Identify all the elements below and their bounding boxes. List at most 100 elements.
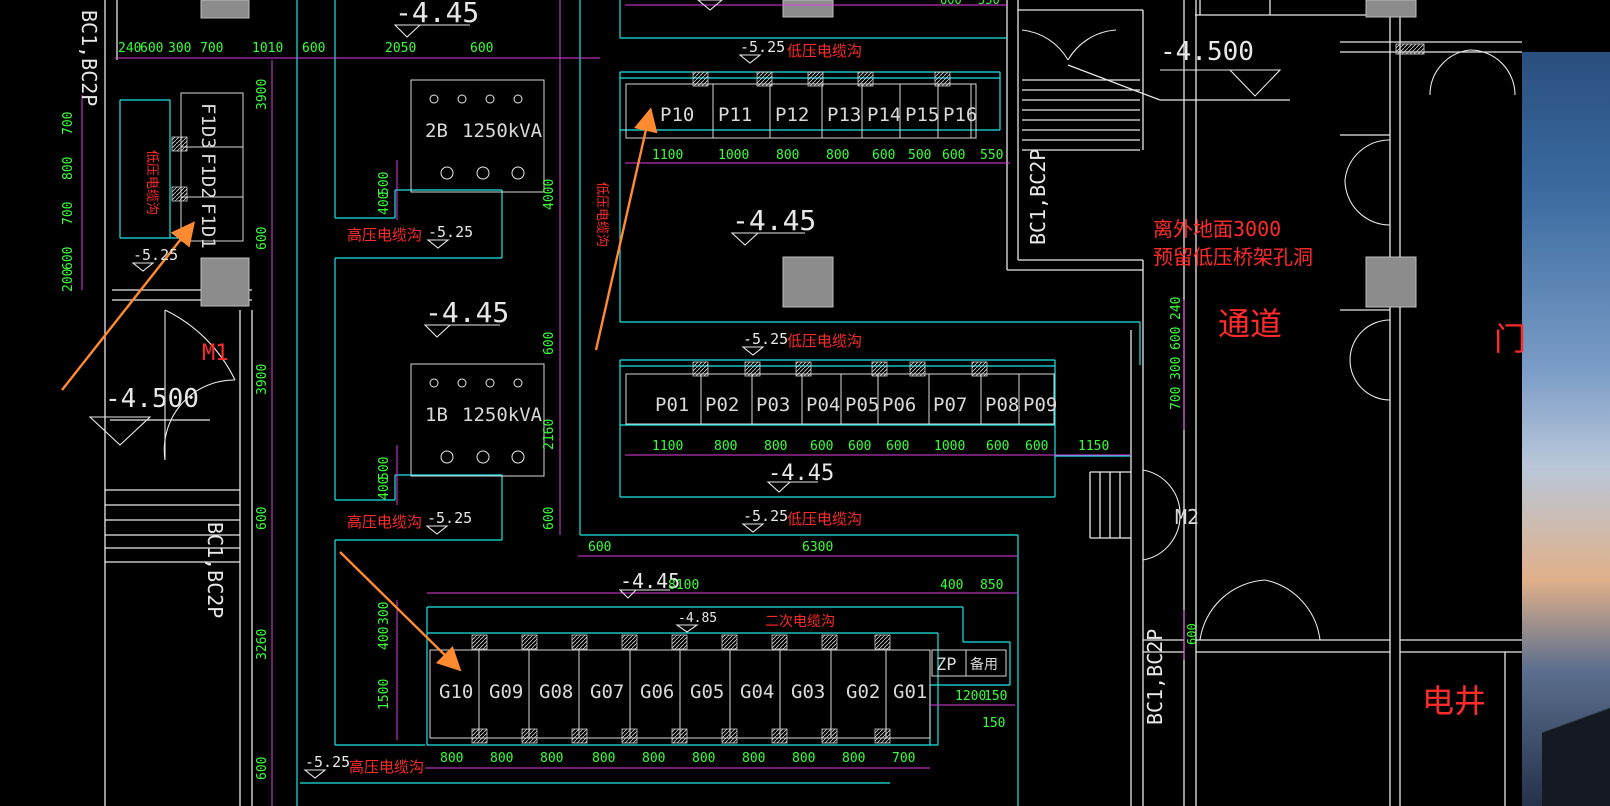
panel-label: G07 bbox=[590, 681, 624, 703]
panel-label: P13 bbox=[827, 104, 861, 126]
passage-label: 通道 bbox=[1218, 305, 1282, 343]
dim-top: 2050 bbox=[385, 41, 416, 56]
dim-door-vertical: 600 bbox=[1185, 623, 1199, 645]
dim-between: 500 bbox=[377, 457, 392, 480]
dim-g-top: 400 bbox=[940, 578, 963, 593]
trench-level-4: -5.25 bbox=[743, 330, 788, 348]
level-center-between: -4.45 bbox=[768, 461, 834, 486]
door-m2-label: M2 bbox=[1175, 505, 1199, 529]
dim-center-vertical: 4000 bbox=[542, 179, 557, 210]
dim-top: 700 bbox=[200, 41, 223, 56]
dim-top: 600 bbox=[302, 41, 325, 56]
trench-level-2: -5.25 bbox=[428, 223, 473, 241]
panel-label: F1D1 bbox=[197, 203, 219, 249]
level-g-row: -4.45 bbox=[620, 569, 680, 593]
dim-right-vertical: 240 bbox=[1169, 297, 1184, 320]
panel-label: P12 bbox=[775, 104, 809, 126]
cad-drawing-canvas: -4.45 -4.45 -4.45 -4.45 -4.45 -4.500 -4.… bbox=[61, 0, 1526, 806]
dim-column-vertical: 3260 bbox=[255, 629, 270, 660]
panel-label: G10 bbox=[439, 681, 473, 703]
reserve-hole-note-line1: 离外地面3000 bbox=[1153, 217, 1281, 241]
trench-level-9: -4.85 bbox=[678, 611, 717, 626]
low-trench-label-3: 低压电缆沟 bbox=[787, 510, 862, 528]
dim-p-lower: 1000 bbox=[934, 439, 965, 454]
panel-label: P14 bbox=[867, 104, 901, 126]
dim-zp-small: 150 bbox=[982, 716, 1005, 731]
dim-p-lower: 800 bbox=[714, 439, 737, 454]
dim-p-lower: 600 bbox=[848, 439, 871, 454]
walls bbox=[104, 0, 1522, 806]
dim-g-row: 800 bbox=[742, 751, 765, 766]
dim-g-row: 800 bbox=[490, 751, 513, 766]
dim-top-small: 550 bbox=[978, 0, 1000, 7]
dim-g-row: 800 bbox=[592, 751, 615, 766]
dim-p-lower: 600 bbox=[986, 439, 1009, 454]
dim-column-vertical: 3900 bbox=[255, 79, 270, 110]
trench-level-6: -5.25 bbox=[743, 507, 788, 525]
dim-zp: 1200 bbox=[955, 689, 986, 704]
dim-between: 500 bbox=[377, 172, 392, 195]
dim-g-row: 800 bbox=[792, 751, 815, 766]
dim-between: 400 bbox=[377, 477, 392, 500]
transformer-1b-rating: 1250kVA bbox=[462, 404, 543, 426]
dim-g-row: 800 bbox=[692, 751, 715, 766]
dim-right-vertical: 600 bbox=[1169, 327, 1184, 350]
dim-g-side: 400 bbox=[377, 627, 392, 650]
dim-zp: 150 bbox=[984, 689, 1007, 704]
low-trench-label-1: 低压电缆沟 bbox=[787, 42, 862, 60]
panel-label: P06 bbox=[882, 394, 916, 416]
dim-p-upper: 500 bbox=[908, 148, 931, 163]
dim-right-vertical: 700 bbox=[1169, 387, 1184, 410]
dim-p-upper: 800 bbox=[776, 148, 799, 163]
dim-top: 1010 bbox=[252, 41, 283, 56]
panel-label: P04 bbox=[806, 394, 840, 416]
level-top-right: -4.500 bbox=[1160, 37, 1254, 67]
panel-label: P03 bbox=[756, 394, 790, 416]
panel-label: G05 bbox=[690, 681, 724, 703]
dim-p-lower: 600 bbox=[886, 439, 909, 454]
trench-level-3: -5.25 bbox=[133, 246, 178, 264]
reserve-hole-note-line2: 预留低压桥架孔洞 bbox=[1153, 245, 1313, 269]
panel-label: G01 bbox=[893, 681, 927, 703]
dim-g-side: 300 bbox=[377, 602, 392, 625]
level-room-2b: -4.45 bbox=[425, 296, 509, 329]
dim-p-lower: 800 bbox=[764, 439, 787, 454]
dim-between: 400 bbox=[377, 192, 392, 215]
panel-label: P11 bbox=[718, 104, 752, 126]
spare-panel-label: 备用 bbox=[970, 656, 998, 673]
dim-center-vertical: 600 bbox=[542, 507, 557, 530]
low-trench-vertical-left: 低压电缆沟 bbox=[144, 150, 160, 215]
dim-p-lower: 600 bbox=[810, 439, 833, 454]
panel-label: G06 bbox=[640, 681, 674, 703]
trench-hatches bbox=[171, 71, 988, 744]
dim-left-vertical: 700 bbox=[61, 202, 76, 225]
trench-level-5: -5.25 bbox=[427, 509, 472, 527]
panel-label: P05 bbox=[845, 394, 879, 416]
dim-top: 240 bbox=[118, 41, 141, 56]
dim-g-row: 700 bbox=[892, 751, 915, 766]
transformer-2b-id: 2B bbox=[425, 120, 448, 142]
panel-label: F1D2 bbox=[197, 153, 219, 199]
trench-level-1: -5.25 bbox=[740, 38, 785, 56]
dim-left-vertical: 700 bbox=[61, 112, 76, 135]
bc-label-center-right: BC1,BC2P bbox=[1026, 149, 1050, 245]
dim-p-upper: 1100 bbox=[652, 148, 683, 163]
panel-label: G02 bbox=[846, 681, 880, 703]
dimension-lines bbox=[81, 0, 1185, 806]
panel-label: G09 bbox=[489, 681, 523, 703]
panel-label: P09 bbox=[1023, 394, 1057, 416]
dim-column-vertical: 600 bbox=[255, 227, 270, 250]
panel-label: P10 bbox=[660, 104, 694, 126]
dim-bottom-span: 600 bbox=[588, 540, 611, 555]
dim-p-lower: 1100 bbox=[652, 439, 683, 454]
level-markers bbox=[88, 0, 1282, 779]
trench-level-7: -5.25 bbox=[305, 753, 350, 771]
dim-g-side: 1500 bbox=[377, 679, 392, 710]
high-trench-label-3: 高压电缆沟 bbox=[349, 758, 424, 776]
dim-p-upper: 550 bbox=[980, 148, 1003, 163]
dim-p-upper: 800 bbox=[826, 148, 849, 163]
panel-label: G08 bbox=[539, 681, 573, 703]
dim-top: 600 bbox=[470, 41, 493, 56]
